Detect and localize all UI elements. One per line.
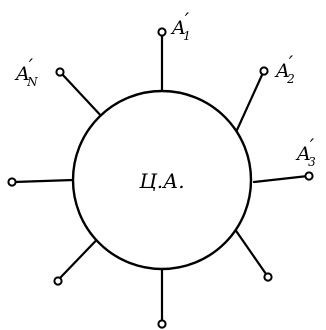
- terminal-an: [55, 67, 65, 77]
- hub-label: Ц.А.: [138, 169, 184, 193]
- terminal-left: [7, 177, 17, 187]
- label-a3: A′3: [295, 135, 316, 169]
- label-an: A′N: [14, 55, 38, 89]
- central-hub-circle: [71, 89, 253, 271]
- terminal-lower-left: [53, 276, 63, 286]
- terminal-a3: [304, 171, 314, 181]
- label-a2: A′2: [274, 52, 295, 86]
- terminal-lower-right: [263, 272, 273, 282]
- line-lower-right: [230, 223, 268, 276]
- terminal-bottom: [157, 319, 167, 329]
- line-a3: [252, 174, 310, 184]
- terminal-a2: [259, 66, 269, 76]
- line-left: [12, 178, 75, 184]
- label-a1: A′1: [170, 9, 191, 43]
- terminal-nodes: [7, 27, 314, 329]
- terminal-a1: [157, 27, 167, 37]
